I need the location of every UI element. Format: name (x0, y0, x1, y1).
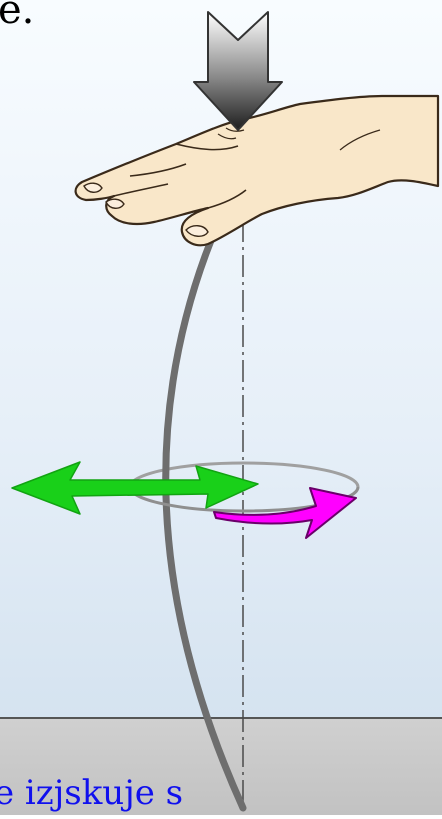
caption-bottom[interactable]: e izjskuje s (0, 776, 183, 810)
caption-top: e. (0, 0, 34, 30)
